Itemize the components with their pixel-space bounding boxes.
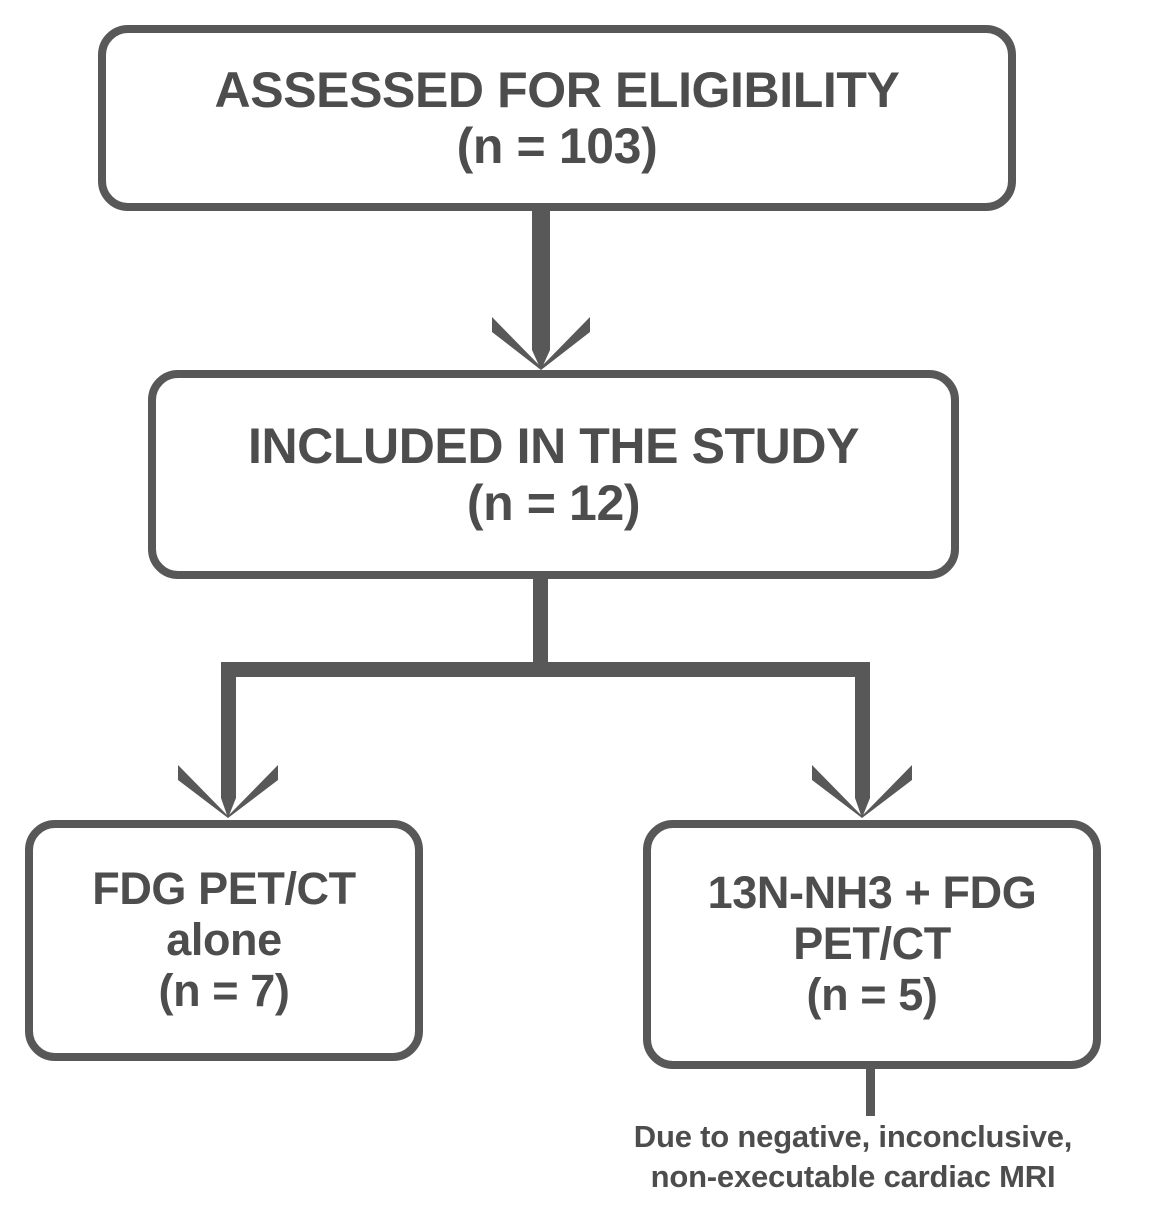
- connector-assessed-to-included-icon: [492, 211, 590, 370]
- node-assessed-for-eligibility[interactable]: ASSESSED FOR ELIGIBILITY (n = 103): [98, 25, 1016, 211]
- node-fdg-alone-line-2: alone: [166, 914, 282, 966]
- node-assessed-line-2: (n = 103): [456, 118, 658, 174]
- footnote-cardiac-mri-reason: Due to negative, inconclusive, non-execu…: [552, 1117, 1154, 1196]
- node-nh3-fdg-line-2: PET/CT: [793, 918, 951, 970]
- node-13n-nh3-plus-fdg-pet-ct[interactable]: 13N-NH3 + FDG PET/CT (n = 5): [643, 820, 1101, 1069]
- node-included-in-the-study[interactable]: INCLUDED IN THE STUDY (n = 12): [148, 370, 959, 579]
- node-assessed-line-1: ASSESSED FOR ELIGIBILITY: [214, 61, 900, 118]
- footnote-line-2: non-executable cardiac MRI: [650, 1158, 1056, 1194]
- node-nh3-fdg-line-3: (n = 5): [806, 968, 938, 1020]
- node-included-line-1: INCLUDED IN THE STUDY: [247, 418, 860, 474]
- footnote-line-1: Due to negative, inconclusive,: [633, 1119, 1073, 1154]
- node-fdg-alone-line-3: (n = 7): [158, 964, 290, 1016]
- node-fdg-alone-line-1: FDG PET/CT: [92, 863, 356, 915]
- node-nh3-fdg-line-1: 13N-NH3 + FDG: [707, 867, 1037, 919]
- connector-nh3-to-footnote-icon: [866, 1069, 875, 1116]
- connector-included-split-icon: [178, 579, 912, 818]
- node-included-line-2: (n = 12): [466, 474, 641, 531]
- node-fdg-pet-ct-alone[interactable]: FDG PET/CT alone (n = 7): [25, 820, 423, 1061]
